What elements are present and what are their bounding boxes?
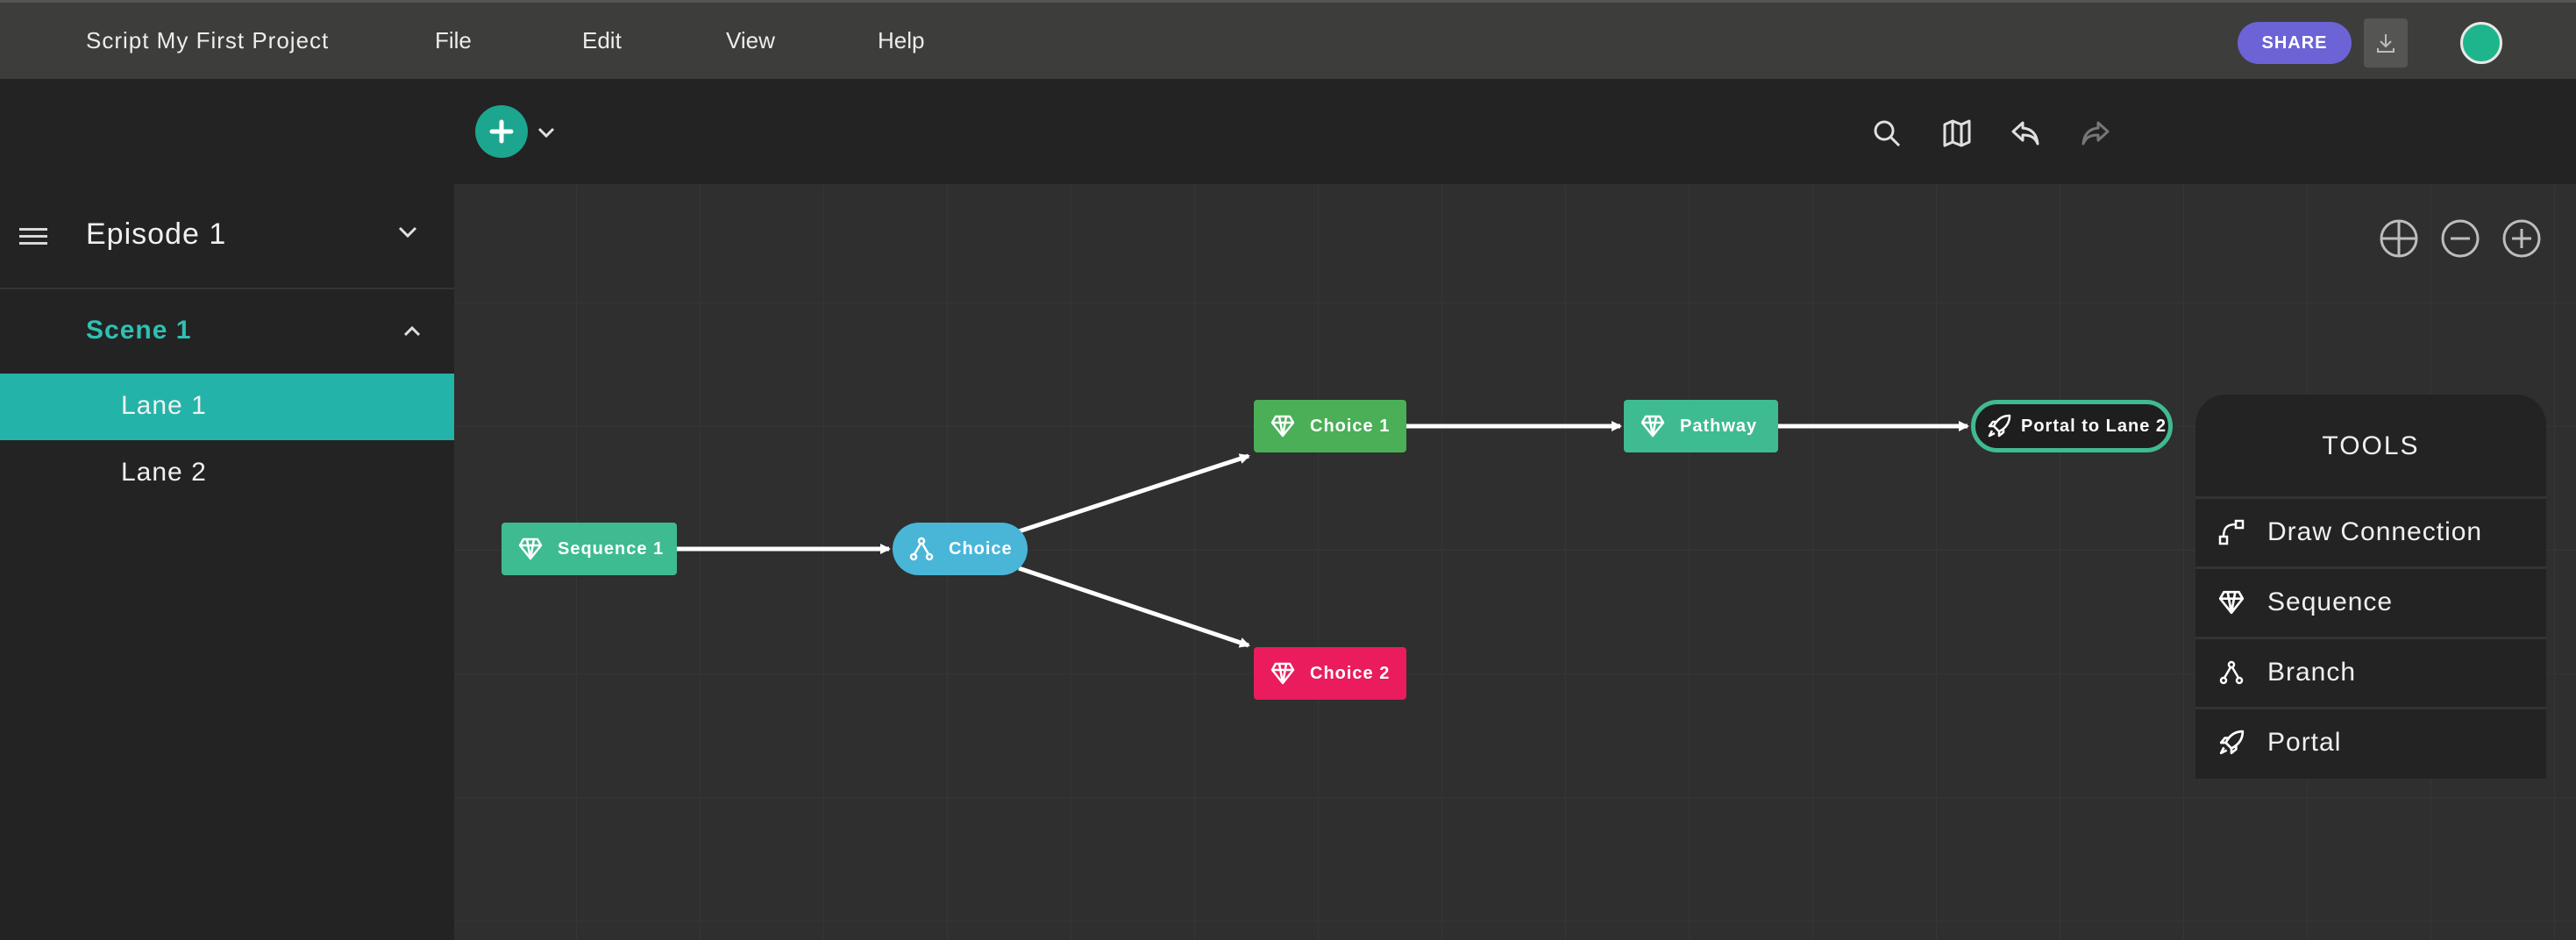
lane-label: Lane 1	[121, 391, 207, 420]
share-button[interactable]: SHARE	[2238, 22, 2352, 64]
connection-line[interactable]	[1018, 453, 1250, 534]
scene-item[interactable]: Scene 1	[0, 289, 454, 374]
sidebar-item-lane-2[interactable]: Lane 2	[0, 440, 454, 507]
undo-icon	[2011, 121, 2039, 146]
zoom-out-icon[interactable]	[2439, 217, 2481, 260]
node-branch-choice[interactable]: Choice	[893, 523, 1028, 575]
redo-icon	[2081, 121, 2110, 146]
tool-branch[interactable]: Branch	[2195, 637, 2546, 705]
diamond-icon	[2217, 588, 2246, 617]
node-pathway[interactable]: Pathway	[1624, 400, 1778, 452]
map-icon	[1943, 119, 1971, 147]
search-icon	[1874, 120, 1901, 147]
map-button[interactable]	[1939, 116, 1975, 151]
node-label: Portal to Lane 2	[2021, 416, 2167, 436]
tool-label: Draw Connection	[2267, 516, 2483, 546]
node-label: Choice 1	[1310, 416, 1391, 436]
node-label: Pathway	[1680, 416, 1758, 436]
chevron-up-icon[interactable]	[400, 319, 424, 344]
menu-edit[interactable]: Edit	[582, 27, 622, 53]
tool-label: Branch	[2267, 657, 2357, 687]
chevron-down-icon[interactable]	[395, 219, 421, 246]
tools-title: TOOLS	[2322, 431, 2420, 460]
canvas-toolbar	[454, 79, 2576, 184]
user-avatar[interactable]	[2460, 22, 2502, 64]
hamburger-menu-icon[interactable]	[19, 228, 47, 246]
tool-draw-connection[interactable]: Draw Connection	[2195, 496, 2546, 565]
chevron-down-icon[interactable]	[535, 121, 558, 144]
tool-sequence[interactable]: Sequence	[2195, 566, 2546, 635]
branch-icon	[2217, 658, 2246, 687]
connections-layer	[677, 421, 1969, 648]
download-icon	[2377, 34, 2395, 53]
project-title: Script My First Project	[86, 27, 330, 53]
scene-title: Scene 1	[86, 316, 192, 345]
sidebar: Episode 1 Scene 1 Lane 1 Lane 2	[0, 79, 454, 940]
redo-button[interactable]	[2078, 116, 2113, 151]
sidebar-item-lane-1[interactable]: Lane 1	[0, 374, 454, 440]
lane-label: Lane 2	[121, 458, 207, 487]
node-portal-lane-2[interactable]: Portal to Lane 2	[1971, 400, 2173, 452]
search-button[interactable]	[1869, 116, 1904, 151]
diamond-icon	[1638, 411, 1668, 441]
node-label: Choice	[949, 538, 1013, 559]
tools-panel: TOOLS Draw Connection Sequence Branch Po…	[2195, 395, 2546, 779]
recenter-icon[interactable]	[2378, 217, 2420, 260]
tool-portal[interactable]: Portal	[2195, 707, 2546, 775]
episode-selector[interactable]: Episode 1	[0, 184, 454, 289]
menu-help[interactable]: Help	[878, 27, 925, 53]
connection-icon	[2217, 517, 2246, 547]
menu-view[interactable]: View	[726, 27, 775, 53]
branch-icon	[907, 534, 936, 564]
add-node-button[interactable]	[475, 105, 528, 158]
undo-button[interactable]	[2008, 116, 2043, 151]
rocket-icon	[1984, 411, 2014, 441]
episode-title: Episode 1	[86, 217, 227, 251]
tool-label: Sequence	[2267, 587, 2394, 616]
connection-line[interactable]	[1018, 566, 1250, 648]
tool-label: Portal	[2267, 727, 2342, 757]
node-choice-1[interactable]: Choice 1	[1254, 400, 1406, 452]
diamond-icon	[1268, 411, 1298, 441]
node-sequence-1[interactable]: Sequence 1	[502, 523, 677, 575]
menu-bar: Script My First Project File Edit View H…	[0, 0, 2576, 79]
download-button[interactable]	[2364, 18, 2408, 68]
plus-icon	[489, 119, 514, 144]
menu-file[interactable]: File	[435, 27, 472, 53]
rocket-icon	[2217, 728, 2246, 758]
diamond-icon	[1268, 659, 1298, 688]
zoom-in-icon[interactable]	[2501, 217, 2543, 260]
node-choice-2[interactable]: Choice 2	[1254, 647, 1406, 700]
node-label: Choice 2	[1310, 663, 1391, 683]
diamond-icon	[516, 534, 545, 564]
node-label: Sequence 1	[558, 538, 665, 559]
